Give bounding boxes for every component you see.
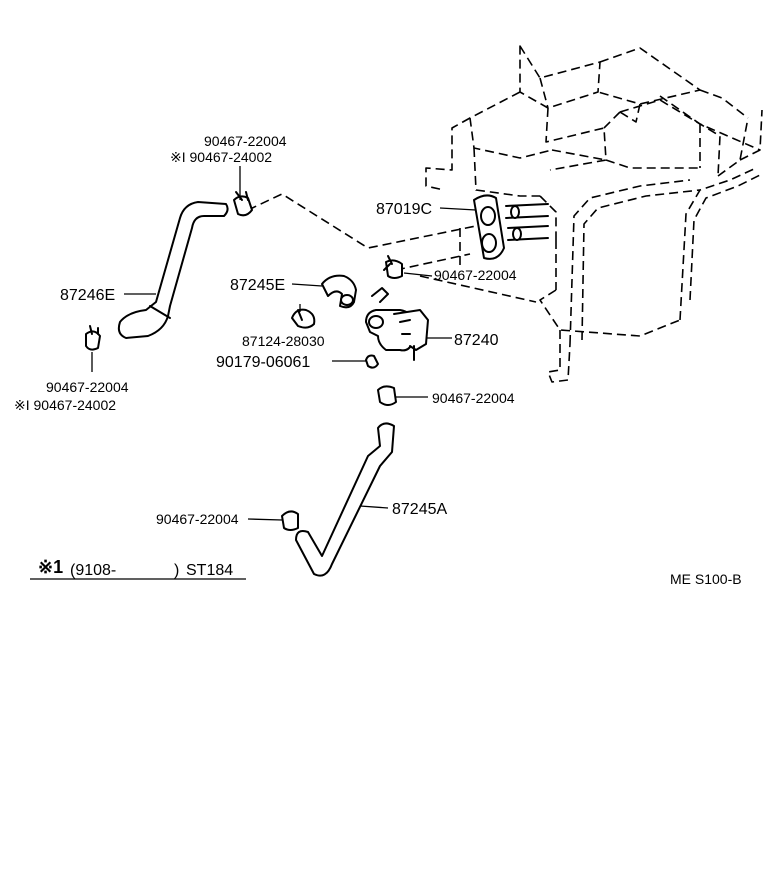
diagram-code: ME S100-B [670,571,742,587]
lower-hose [295,422,395,577]
label-clip: 87124-28030 [242,333,325,349]
grommet [473,194,505,260]
label-bolt: 90179-06061 [216,354,310,371]
label-upper-left-hose: 87246E [60,287,115,304]
clamp-right [383,255,403,279]
heater-core-pipes [505,203,549,241]
leader-lines [30,166,477,580]
label-clamp-right: 90467-22004 [434,267,517,283]
bolt [365,354,379,369]
label-short-hose: 87245E [230,277,285,294]
hose-routing-lines [247,193,477,271]
label-grommet: 87019C [376,201,432,218]
label-clamp-top-1: 90467-22004 [204,133,287,149]
label-clamp-top-2: ※I 90467-24002 [170,149,272,165]
upper-left-hose [117,201,229,339]
label-clamp-valve-lower: 90467-22004 [432,390,515,406]
clamp-left [85,325,101,351]
footnote-model: ST184 [186,562,233,579]
footnote-range: (9108- [70,562,116,579]
label-clamp-lower-left: 90467-22004 [156,511,239,527]
label-lower-hose: 87245A [392,501,447,518]
short-hose [321,274,357,309]
heater-unit-housing [419,45,763,383]
clip [291,308,316,329]
label-clamp-left-1: 90467-22004 [46,379,129,395]
footnote-mark: ※1 [38,557,63,577]
clamp-top [233,191,253,217]
water-valve [365,287,429,361]
clamp-valve-lower [377,385,397,406]
clamp-lower-left [281,510,299,531]
label-clamp-left-2: ※I 90467-24002 [14,397,116,413]
label-valve: 87240 [454,332,499,349]
footnote-range-close: ) [174,562,179,579]
